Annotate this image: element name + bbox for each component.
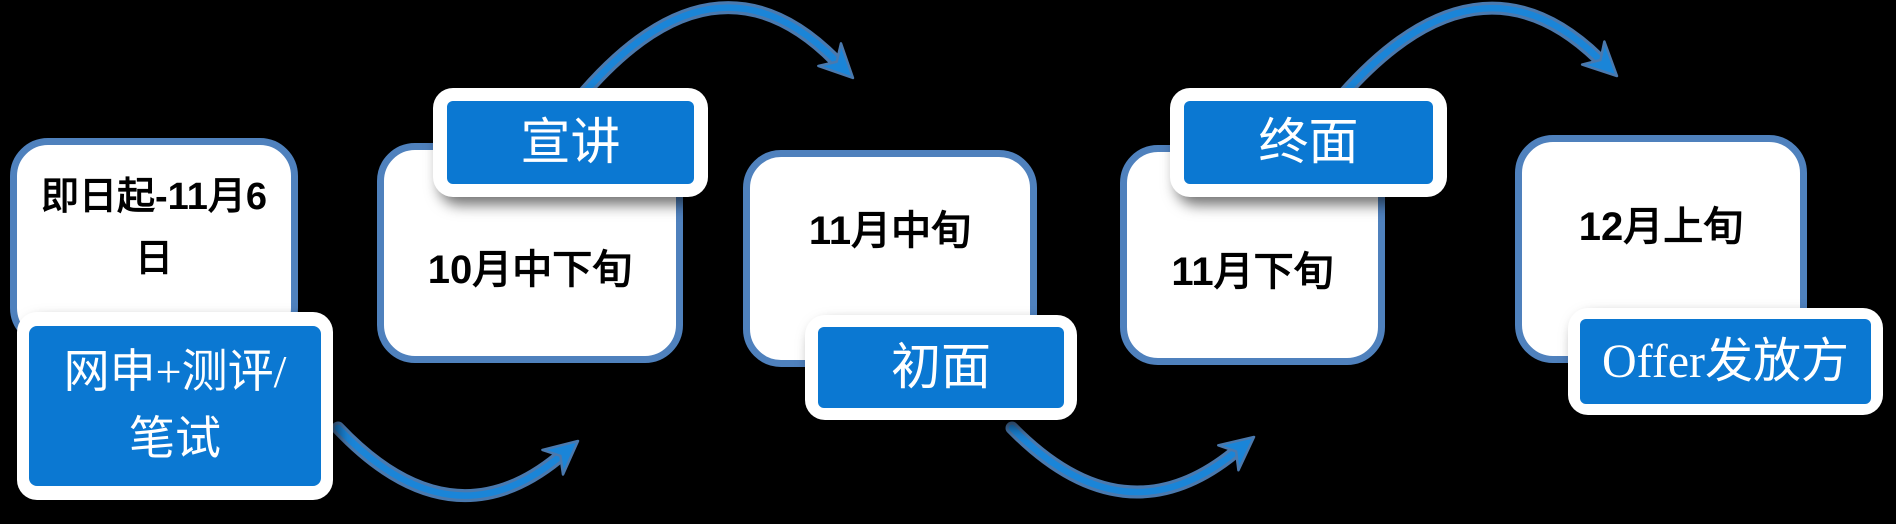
step-1-label-badge: 网申+测评/ 笔试	[17, 312, 333, 500]
flow-arrow-2	[571, 1, 855, 107]
step-3-label: 初面	[818, 327, 1064, 408]
step-2-label: 宣讲	[447, 101, 694, 184]
step-2-label-badge: 宣讲	[433, 88, 708, 197]
step-2-date: 10月中下旬	[427, 248, 633, 292]
step-4-label-badge: 终面	[1170, 88, 1447, 197]
flow-arrow-4	[1335, 1, 1619, 103]
step-4-label: 终面	[1184, 101, 1433, 184]
step-3-label-badge: 初面	[805, 315, 1077, 420]
flow-arrow-1	[331, 421, 580, 503]
step-1-date: 即日起-11月6 日	[41, 176, 267, 280]
step-1-label: 网申+测评/ 笔试	[29, 326, 321, 486]
step-3-date: 11月中旬	[808, 208, 972, 253]
flow-arrow-3	[1005, 421, 1256, 499]
step-5-date: 12月上旬	[1578, 205, 1744, 249]
step-5-label-badge: Offer发放方	[1568, 308, 1883, 415]
step-4-date: 11月下旬	[1171, 250, 1334, 294]
step-5-label: Offer发放方	[1580, 319, 1871, 404]
step-4-date-box: 11月下旬	[1120, 145, 1385, 365]
